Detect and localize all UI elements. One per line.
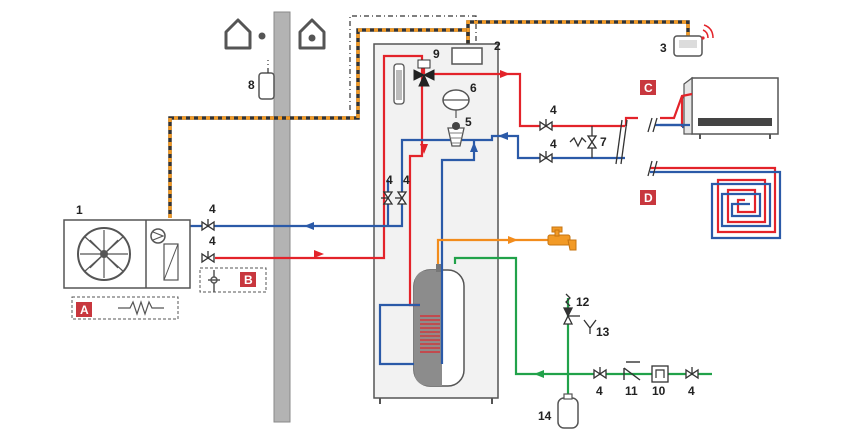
label-8: 8 xyxy=(248,78,255,92)
label-1: 1 xyxy=(76,203,83,217)
zone-b-frame xyxy=(199,267,267,293)
label-14: 14 xyxy=(538,409,552,423)
label-13: 13 xyxy=(596,325,610,339)
fan-coil-icon xyxy=(683,76,779,139)
label-4-a: 4 xyxy=(209,202,216,216)
house-indoor-icon xyxy=(298,18,326,50)
badge-b: B xyxy=(240,272,256,287)
label-9: 9 xyxy=(433,47,440,61)
three-way-valve-icon xyxy=(413,59,435,87)
heating-resistor-icon xyxy=(118,300,164,316)
shutoff-valve-icon xyxy=(201,119,699,380)
cable-controller xyxy=(466,20,690,48)
tank-heating-coil xyxy=(420,315,440,353)
label-4-f: 4 xyxy=(550,137,557,151)
label-2: 2 xyxy=(494,39,501,53)
label-4-e: 4 xyxy=(550,103,557,117)
control-box xyxy=(451,47,483,65)
svg-text:B: B xyxy=(244,273,253,287)
electric-heater-icon xyxy=(208,270,220,292)
label-10: 10 xyxy=(652,384,666,398)
label-11: 11 xyxy=(625,384,638,398)
label-3: 3 xyxy=(660,41,667,55)
svg-text:C: C xyxy=(644,81,653,95)
outdoor-sensor-icon xyxy=(258,72,275,100)
indoor-dot-icon xyxy=(308,34,316,42)
label-12: 12 xyxy=(576,295,590,309)
bypass-valve-icon xyxy=(569,126,598,158)
label-5: 5 xyxy=(465,115,472,129)
safety-valve-icon xyxy=(562,293,580,325)
flow-arrows xyxy=(304,70,544,378)
control-cables xyxy=(168,20,690,218)
pressure-reducer-icon xyxy=(651,365,669,383)
label-4-g: 4 xyxy=(596,384,603,398)
expansion-vessel-icon xyxy=(442,89,470,118)
svg-text:D: D xyxy=(644,191,653,205)
badge-a: A xyxy=(76,302,92,317)
label-4-b: 4 xyxy=(209,234,216,248)
svg-text:A: A xyxy=(80,303,89,317)
badge-d: D xyxy=(640,190,656,205)
sensor-cable xyxy=(267,15,477,110)
label-4-h: 4 xyxy=(688,384,695,398)
label-4-c: 4 xyxy=(386,173,393,187)
badge-c: C xyxy=(640,80,656,95)
backup-heater-icon xyxy=(393,63,405,105)
zone-a-frame xyxy=(71,296,179,320)
label-7: 7 xyxy=(600,135,607,149)
pipe-break-marks xyxy=(615,117,658,177)
label-4-d: 4 xyxy=(403,173,410,187)
dhw-tank xyxy=(413,264,465,387)
check-valve-icon xyxy=(623,361,641,381)
building-wall xyxy=(273,11,291,423)
outdoor-dot-icon xyxy=(258,32,266,40)
dhw-expansion-vessel-icon xyxy=(557,393,579,429)
filter-icon xyxy=(447,122,465,147)
house-outdoor-icon xyxy=(224,18,252,50)
water-tap-icon xyxy=(547,226,577,251)
drain-funnel-icon xyxy=(583,319,597,334)
outdoor-unit xyxy=(63,219,191,289)
label-6: 6 xyxy=(470,81,477,95)
wifi-controller-icon xyxy=(673,24,714,57)
